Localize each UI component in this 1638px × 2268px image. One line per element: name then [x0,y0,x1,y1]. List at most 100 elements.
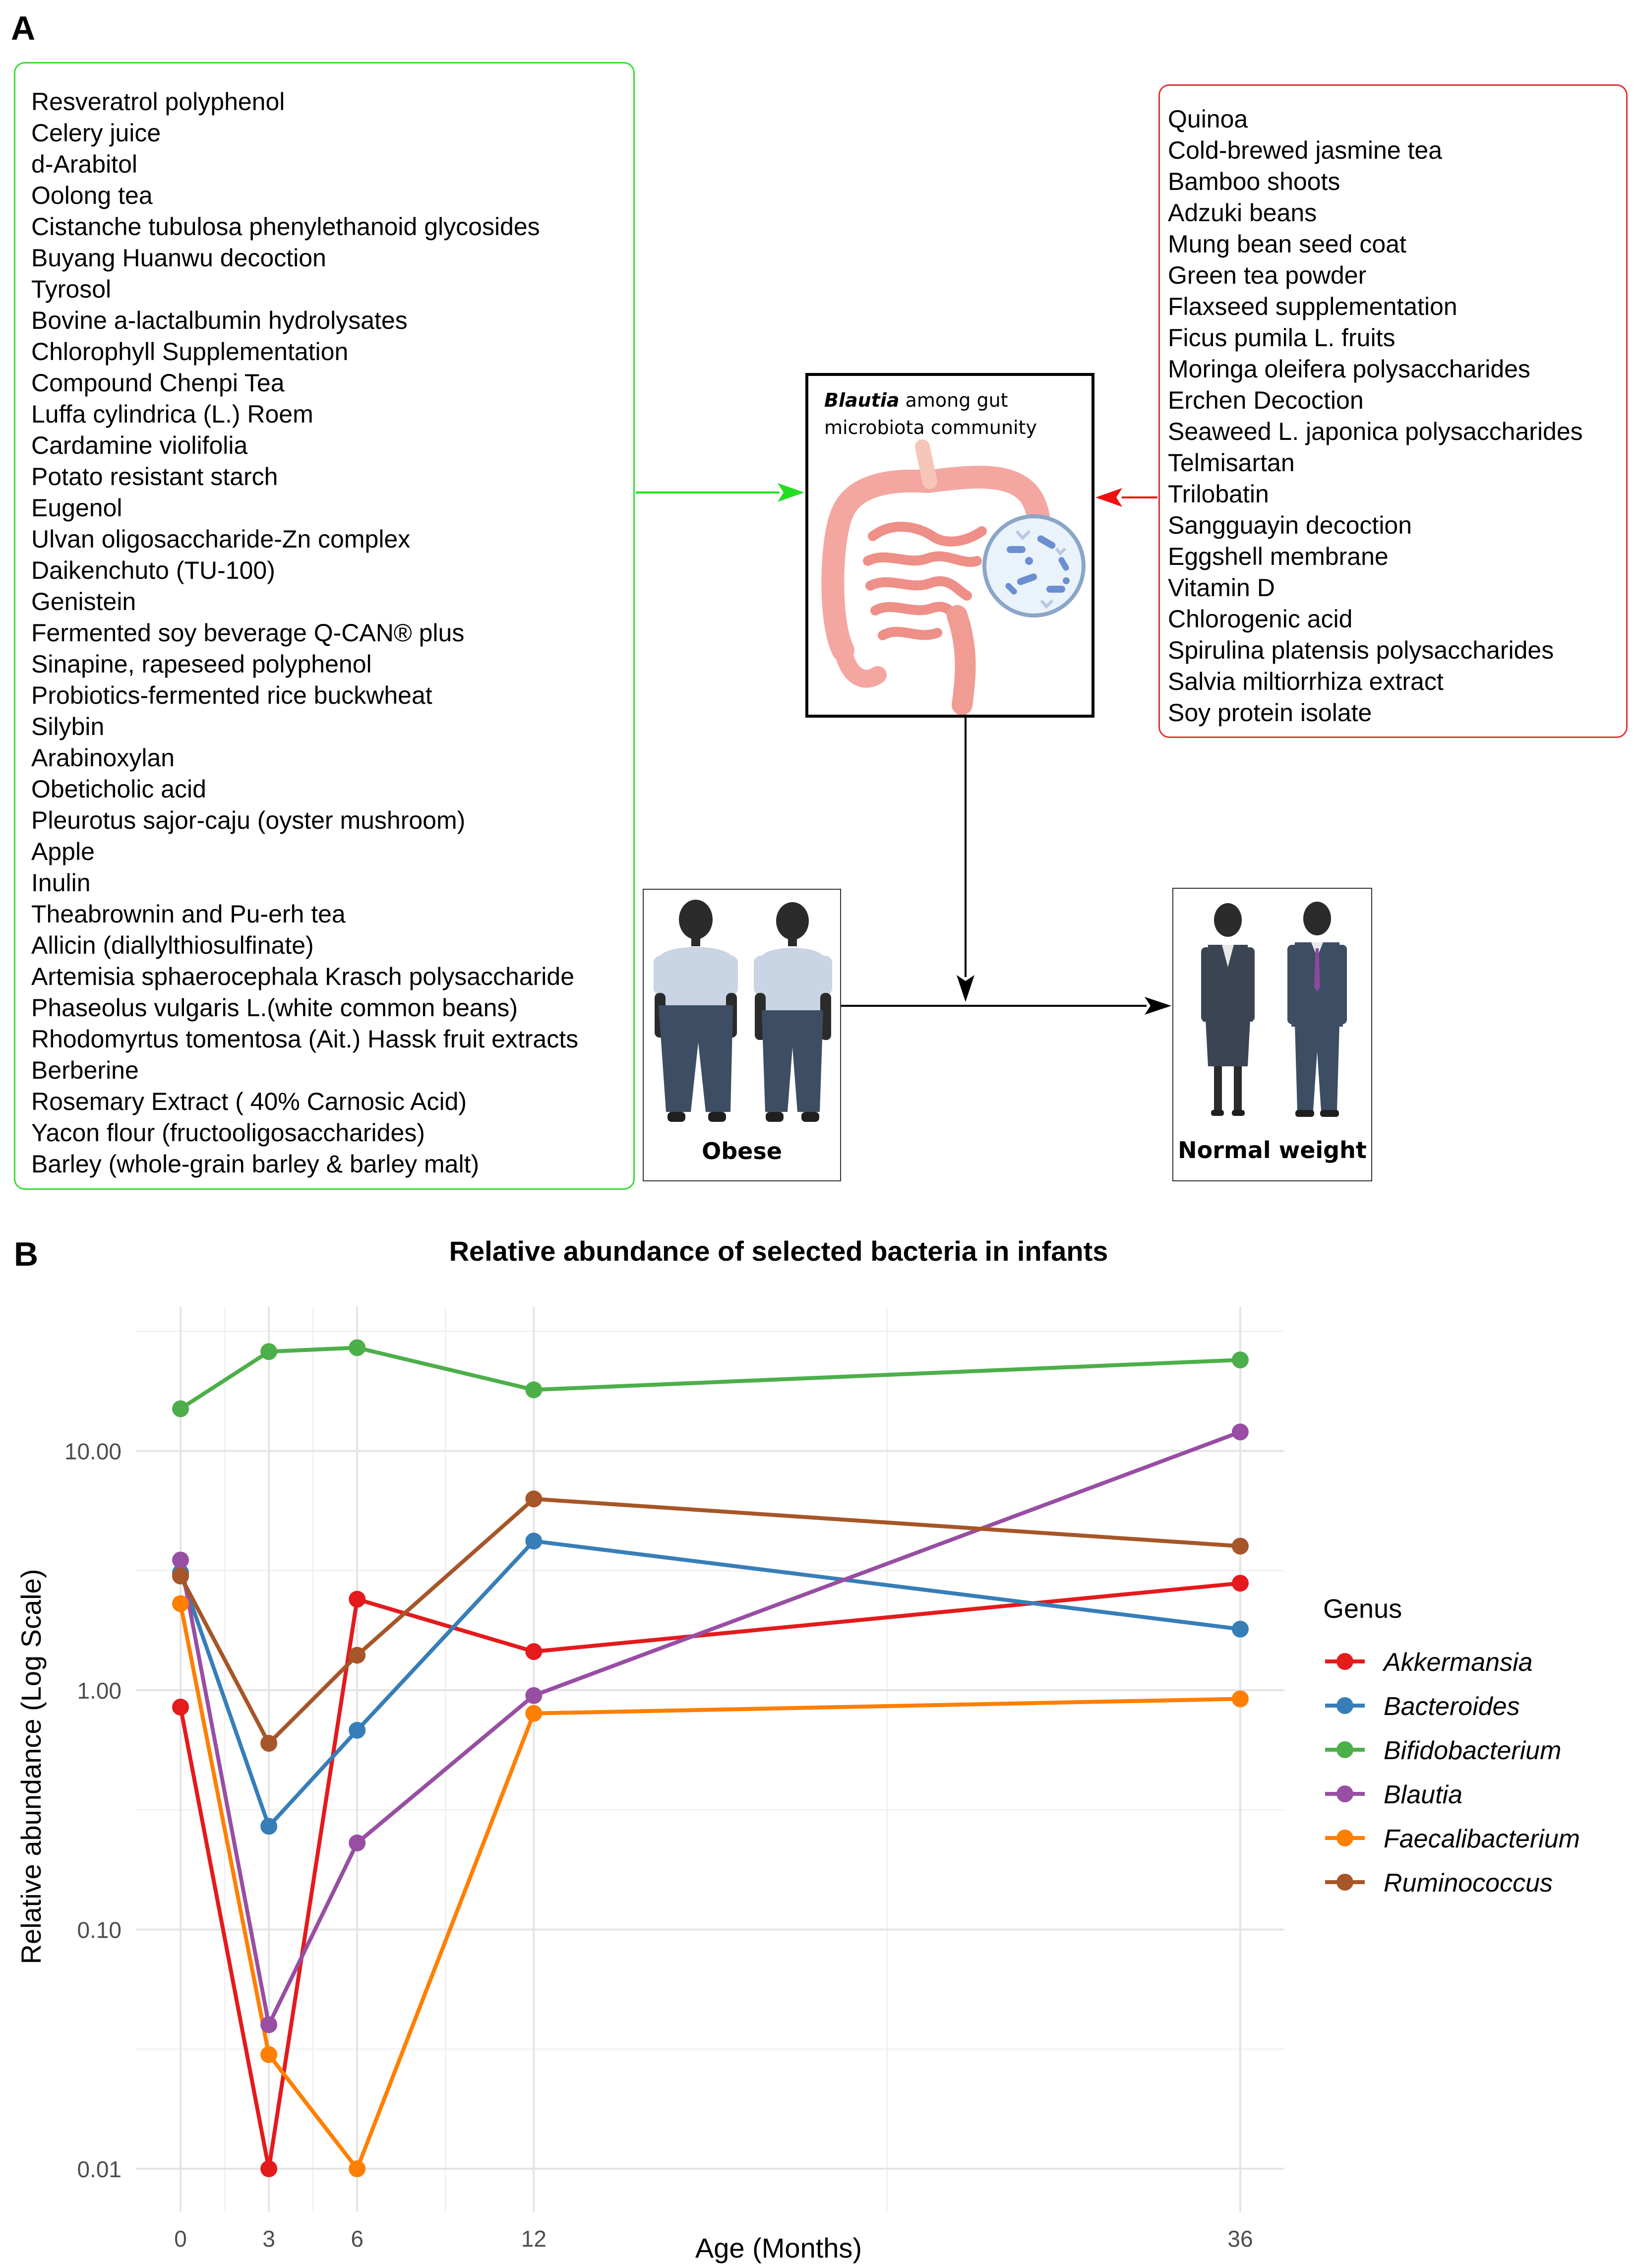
x-tick-label: 3 [262,2226,275,2252]
right-list-item: Ficus pumila L. fruits [1168,324,1395,352]
gut-box-title: Blautia among gut microbiota community [824,387,1037,441]
left-list-item: d-Arabitol [31,150,137,178]
obese-figures-illustration [654,900,832,1122]
legend-item: Bifidobacterium [1325,1736,1561,1765]
data-point-akkermansia [349,1591,366,1608]
data-point-bifidobacterium [349,1339,366,1356]
legend-item: Akkermansia [1325,1648,1533,1677]
left-list-item: Silybin [31,713,105,740]
left-list-item: Yacon flour (fructooligosaccharides) [31,1119,425,1147]
left-list-item: Phaseolus vulgaris L.(white common beans… [31,994,518,1022]
left-list-item: Rhodomyrtus tomentosa (Ait.) Hassk fruit… [31,1025,579,1053]
left-list-item: Ulvan oligosaccharide-Zn complex [31,525,411,553]
left-list-item: Daikenchuto (TU-100) [31,556,275,584]
left-list-item: Rosemary Extract ( 40% Carnosic Acid) [31,1088,467,1115]
right-list-item: Mung bean seed coat [1168,230,1406,258]
chart-title: Relative abundance of selected bacteria … [449,1235,1108,1267]
left-list-item: Cistanche tubulosa phenylethanoid glycos… [31,213,540,241]
left-list-item: Genistein [31,588,136,615]
x-tick-label: 0 [174,2226,187,2252]
legend-marker [1336,1830,1353,1846]
right-list-item: Moringa oleifera polysaccharides [1168,355,1530,383]
right-list-item: Telmisartan [1168,449,1295,477]
right-list-item: Vitamin D [1168,574,1275,602]
legend-title: Genus [1323,1594,1402,1624]
data-point-akkermansia [1231,1575,1249,1592]
left-list-item: Obeticholic acid [31,775,206,803]
data-point-faecalibacterium [1231,1690,1249,1708]
data-point-bifidobacterium [260,1343,278,1360]
legend-item: Blautia [1325,1780,1462,1809]
right-list-item: Salvia miltiorrhiza extract [1168,668,1444,695]
right-list-item: Green tea powder [1168,261,1367,289]
left-list-item: Potato resistant starch [31,463,278,490]
left-list-item: Pleurotus sajor-caju (oyster mushroom) [31,806,466,834]
normal-weight-label: Normal weight [1178,1137,1367,1164]
legend: AkkermansiaBacteroidesBifidobacteriumBla… [1325,1648,1580,1898]
data-point-faecalibacterium [172,1595,189,1612]
legend-label: Faecalibacterium [1384,1825,1580,1853]
x-tick-label: 36 [1227,2226,1253,2252]
normal-weight-figures-illustration [1201,902,1347,1117]
intestine-illustration [821,439,1086,715]
data-point-bacteroides [349,1721,366,1739]
left-list-item: Berberine [31,1056,139,1084]
gut-box-title-rest: among gut [899,389,1008,411]
legend-marker [1336,1741,1353,1758]
left-list-item: Tyrosol [31,275,112,303]
obese-label: Obese [702,1138,782,1165]
left-list-item: Celery juice [31,119,161,147]
data-point-blautia [349,1834,366,1851]
legend-label: Ruminococcus [1384,1869,1553,1898]
legend-item: Faecalibacterium [1325,1825,1580,1853]
x-axis-label: Age (Months) [695,2232,862,2264]
panel-a-label: A [11,9,36,47]
left-list-item: Oolong tea [31,182,153,209]
left-list-item: Barley (whole-grain barley & barley malt… [31,1150,480,1178]
left-list-item: Theabrownin and Pu-erh tea [31,900,346,928]
down-arrow [957,718,974,1002]
legend-item: Ruminococcus [1325,1869,1553,1898]
data-point-bacteroides [525,1532,543,1550]
right-list-item: Sangguayin decoction [1168,511,1412,539]
data-point-akkermansia [525,1643,543,1660]
series-line-bacteroides [179,1539,1241,1829]
left-list-item: Sinapine, rapeseed polyphenol [31,650,372,678]
left-list-item: Probiotics-fermented rice buckwheat [31,681,432,709]
left-list-item: Buyang Huanwu decoction [31,244,326,272]
series-points [172,1339,1249,2177]
left-list-item: Cardamine violifolia [31,431,248,459]
right-list-item: Spirulina platensis polysaccharides [1168,636,1554,664]
y-tick-label: 0.01 [77,2156,121,2182]
data-point-ruminococcus [172,1567,189,1585]
y-tick-label: 10.00 [64,1438,121,1464]
legend-marker [1336,1653,1353,1670]
left-list-item: Eugenol [31,494,122,522]
red-arrow [1095,488,1157,507]
right-list-item: Seaweed L. japonica polysaccharides [1168,418,1583,445]
left-list-item: Luffa cylindrica (L.) Roem [31,400,313,428]
data-point-bifidobacterium [172,1400,189,1417]
left-list-item: Bovine a-lactalbumin hydrolysates [31,306,408,334]
right-list-item: Soy protein isolate [1168,699,1372,727]
series-line-blautia [179,1430,1241,2027]
green-arrow [636,483,804,502]
data-point-akkermansia [172,1699,189,1716]
normal-weight-box: Normal weight [1172,888,1372,1181]
panel-b-label: B [14,1235,39,1273]
data-point-akkermansia [260,2160,278,2177]
y-tick-label: 0.10 [77,1917,121,1943]
left-list-item: Apple [31,838,95,865]
data-point-blautia [260,2016,278,2033]
left-list-item: Fermented soy beverage Q-CAN® plus [31,619,465,647]
legend-label: Blautia [1384,1780,1462,1809]
gut-box-title-line2: microbiota community [824,417,1037,438]
right-list-item: Quinoa [1168,105,1248,133]
data-point-blautia [1231,1423,1249,1441]
legend-marker [1336,1874,1353,1891]
data-point-bifidobacterium [1231,1351,1249,1369]
